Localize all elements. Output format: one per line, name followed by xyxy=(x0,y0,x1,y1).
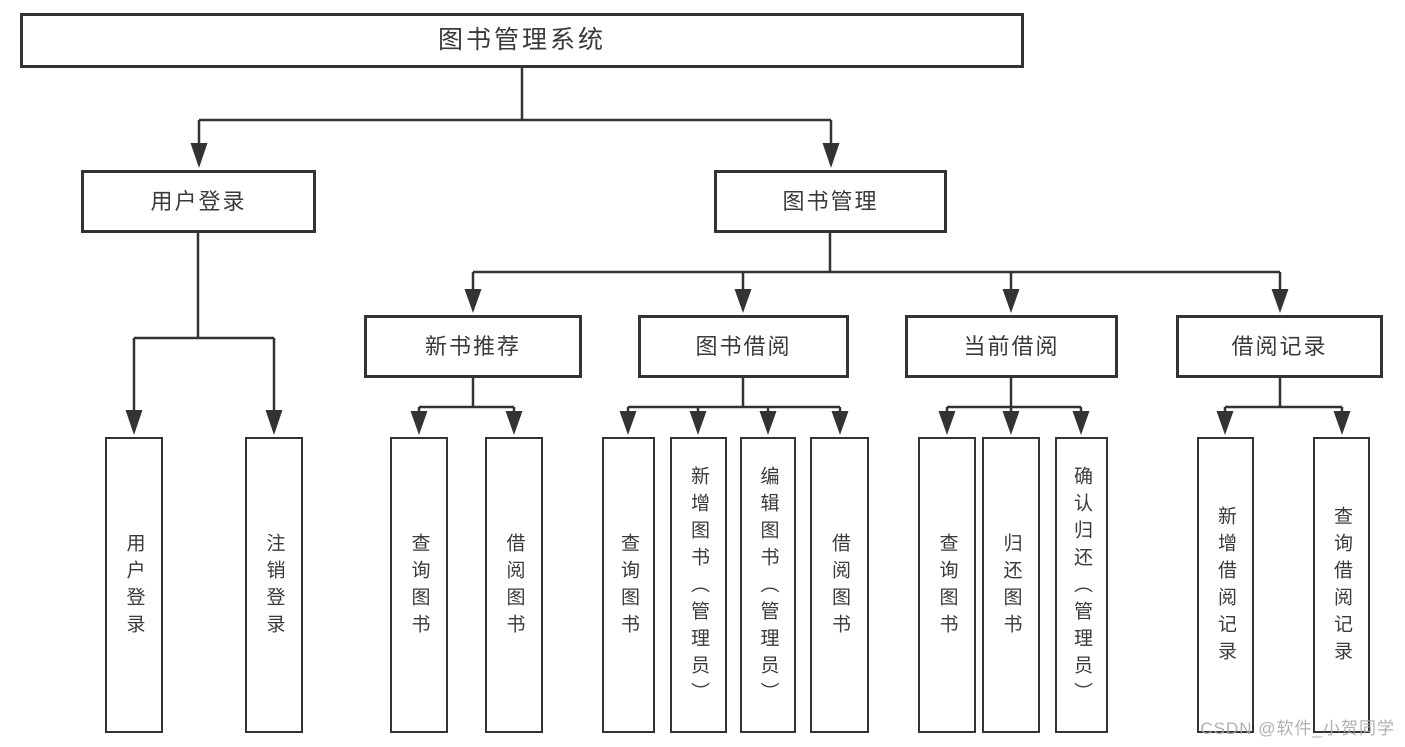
node-new-book-rec-label: 新书推荐 xyxy=(424,333,521,359)
node-user-login-label: 用户登录 xyxy=(150,188,247,214)
leaf-return-book: 归还图书 xyxy=(982,437,1040,733)
node-current-borrow-label: 当前借阅 xyxy=(963,333,1060,359)
node-book-borrow: 图书借阅 xyxy=(638,315,849,378)
node-borrow-records: 借阅记录 xyxy=(1176,315,1383,378)
leaf-add-borrow-record: 新增借阅记录 xyxy=(1197,437,1254,733)
leaf-label: 用户登录 xyxy=(123,533,145,641)
leaf-label: 归还图书 xyxy=(1000,533,1022,641)
leaf-label: 注销登录 xyxy=(263,533,285,641)
leaf-borrow-books: 借阅图书 xyxy=(810,437,869,733)
leaf-confirm-return-admin: 确认归还（管理员） xyxy=(1055,437,1108,733)
leaf-query-books-rec: 查询图书 xyxy=(390,437,448,733)
leaf-label: 查询借阅记录 xyxy=(1331,506,1352,668)
leaf-edit-book-admin: 编辑图书（管理员） xyxy=(740,437,796,733)
leaf-borrow-books-rec: 借阅图书 xyxy=(485,437,543,733)
node-user-login: 用户登录 xyxy=(81,170,316,233)
csdn-watermark: CSDN @软件_小贺同学 xyxy=(1200,719,1395,738)
leaf-label: 查询图书 xyxy=(408,533,430,641)
leaf-label: 新增图书（管理员） xyxy=(688,465,709,709)
node-root-label: 图书管理系统 xyxy=(437,26,606,54)
node-book-mgmt: 图书管理 xyxy=(714,170,947,233)
node-book-borrow-label: 图书借阅 xyxy=(695,333,792,359)
leaf-label: 新增借阅记录 xyxy=(1215,506,1236,668)
leaf-logout: 注销登录 xyxy=(245,437,303,733)
leaf-label: 借阅图书 xyxy=(503,533,525,641)
leaf-label: 查询图书 xyxy=(936,533,958,641)
node-book-mgmt-label: 图书管理 xyxy=(782,188,879,214)
leaf-label: 确认归还（管理员） xyxy=(1071,465,1092,709)
leaf-query-borrow-record: 查询借阅记录 xyxy=(1313,437,1370,733)
node-root: 图书管理系统 xyxy=(20,13,1024,68)
leaf-user-login: 用户登录 xyxy=(105,437,163,733)
leaf-label: 查询图书 xyxy=(618,533,639,641)
node-new-book-rec: 新书推荐 xyxy=(364,315,582,378)
leaf-query-books-current: 查询图书 xyxy=(918,437,976,733)
leaf-query-books-borrow: 查询图书 xyxy=(602,437,655,733)
node-current-borrow: 当前借阅 xyxy=(905,315,1118,378)
leaf-label: 编辑图书（管理员） xyxy=(757,465,779,709)
leaf-add-book-admin: 新增图书（管理员） xyxy=(670,437,727,733)
arrowheads xyxy=(125,143,1351,435)
leaf-label: 借阅图书 xyxy=(829,533,850,641)
node-borrow-records-label: 借阅记录 xyxy=(1231,333,1328,359)
